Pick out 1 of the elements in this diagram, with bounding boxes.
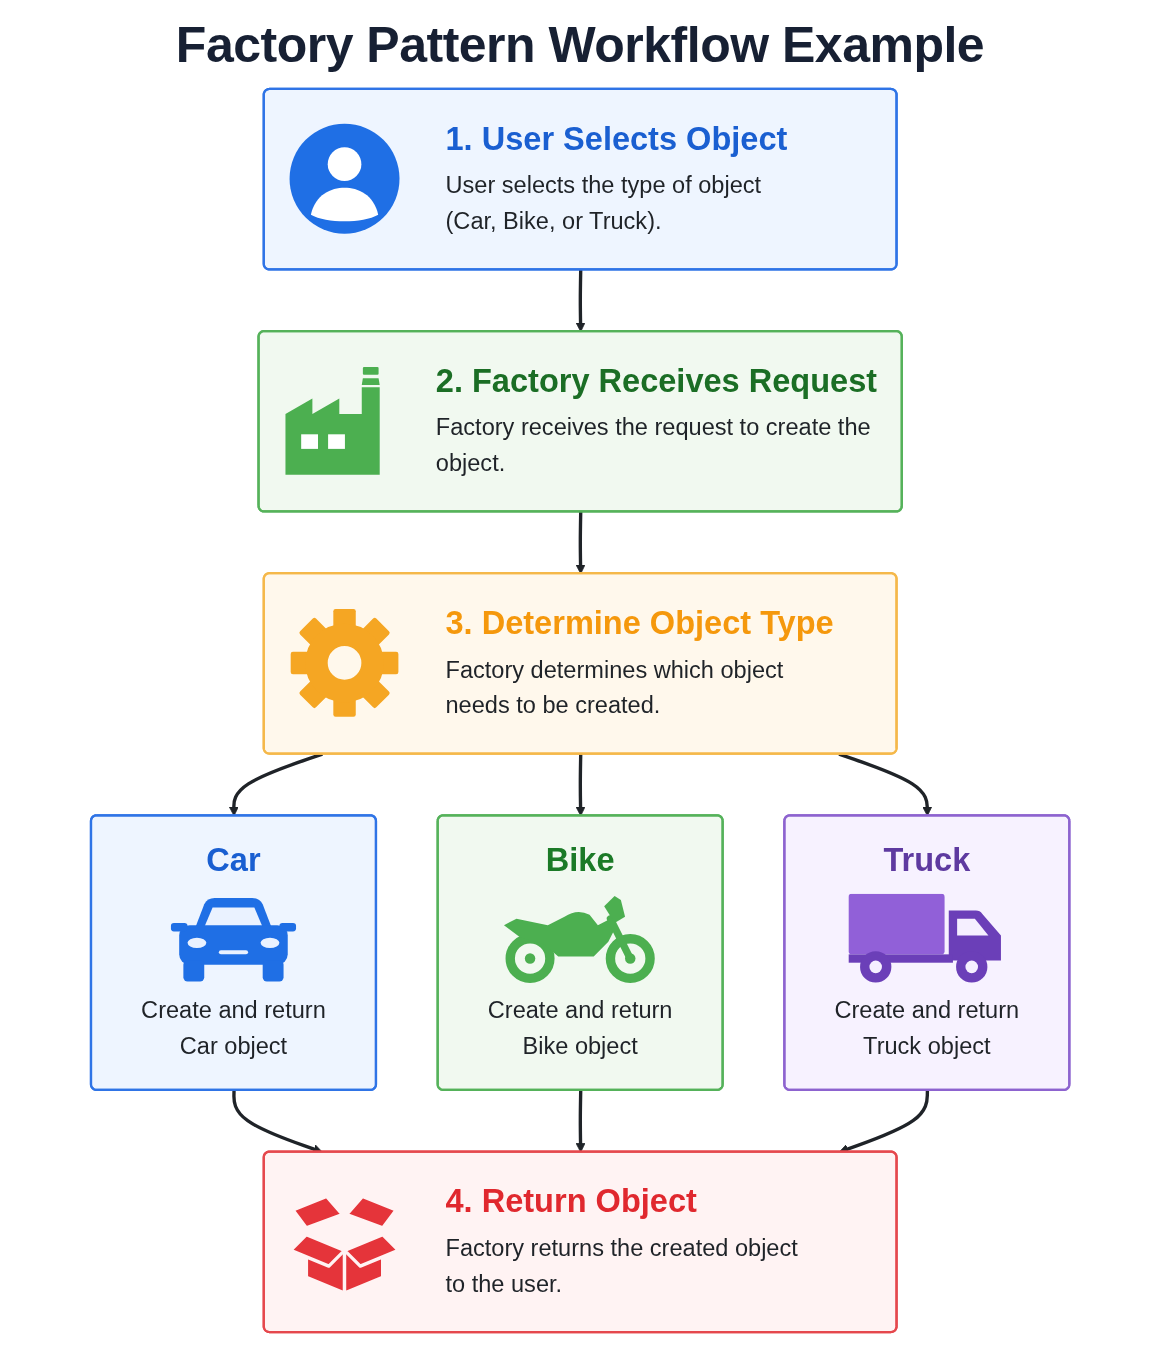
diagram-title: Factory Pattern Workflow Example bbox=[175, 16, 985, 74]
